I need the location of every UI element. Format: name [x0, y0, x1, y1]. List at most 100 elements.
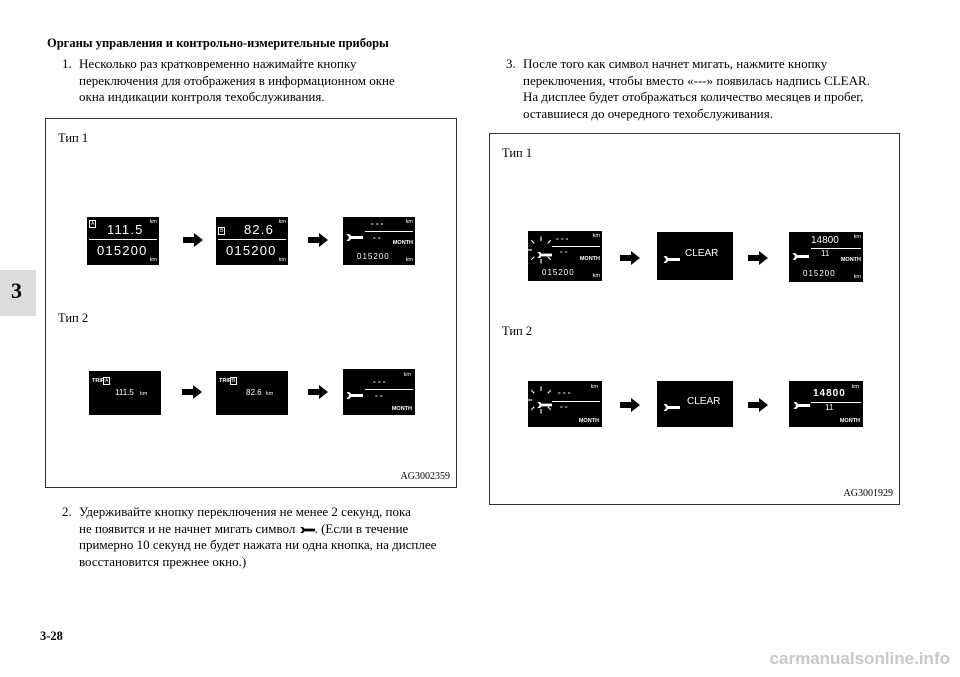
unit-km: km [149, 219, 157, 225]
figure-right-type2-label: Тип 2 [502, 324, 533, 338]
display-service-blinking: km - - - - - MONTH 015200 km [528, 231, 602, 281]
figure-right-type1-label: Тип 1 [502, 146, 533, 160]
trip-value: 111.5 [115, 388, 134, 397]
unit-km: km [405, 219, 413, 225]
wrench-icon [345, 387, 363, 405]
arrow-icon [748, 398, 768, 412]
trip-value: 82.6 [244, 222, 275, 237]
step-1-line: Несколько раз кратковременно нажимайте к… [79, 56, 357, 71]
page-number: 3-28 [40, 629, 63, 643]
unit-km: km [278, 219, 286, 225]
step-2-line: Удерживайте кнопку переключения не менее… [79, 504, 411, 519]
chapter-tab: 3 [0, 270, 36, 316]
unit-km: km [405, 257, 413, 263]
unit-km: km [278, 257, 286, 263]
wrench-icon [662, 251, 680, 269]
month-label: MONTH [578, 418, 599, 424]
wrench-icon [536, 246, 552, 264]
display-trip-b: B 82.6 km 015200 km [216, 217, 288, 265]
month-label: MONTH [839, 418, 860, 424]
step-2-line: примерно 10 секунд не будет нажата ни од… [79, 537, 437, 552]
divider [365, 389, 413, 390]
divider [552, 246, 600, 247]
month-dashes: - - [560, 402, 568, 411]
trip-label: TRIP [92, 378, 105, 384]
wrench-icon [662, 399, 680, 417]
step-3-line: оставшиеся до очередного техобслуживания… [523, 105, 773, 121]
display-service-result: km 14800 11 MONTH 015200 km [789, 232, 863, 282]
divider [365, 231, 413, 232]
step-2: 2. Удерживайте кнопку переключения не ме… [62, 504, 482, 570]
display-clear: CLEAR [657, 232, 733, 280]
divider [89, 239, 157, 240]
trip-badge: B [230, 377, 238, 385]
month-label: MONTH [840, 257, 861, 263]
clear-text: CLEAR [687, 396, 721, 407]
step-2-number: 2. [62, 504, 72, 519]
odometer-value: 015200 [803, 269, 836, 278]
step-3-line: переключения, чтобы вместо «---» появила… [523, 72, 870, 88]
unit-km: km [853, 234, 861, 240]
odometer-value: 015200 [542, 268, 575, 277]
arrow-icon [620, 398, 640, 412]
month-dashes: - - [560, 247, 568, 256]
trip-badge: B [218, 227, 226, 235]
step-1-line: окна индикации контроля техобслуживания. [79, 89, 325, 104]
trip-value: 82.6 [246, 388, 262, 397]
clear-text: CLEAR [685, 248, 719, 259]
step-1-line: переключения для отображения в информаци… [79, 72, 395, 88]
odometer-value: 015200 [97, 243, 148, 258]
trip-badge: A [103, 377, 111, 385]
unit-km: km [851, 384, 859, 390]
trip-label: TRIP [219, 378, 232, 384]
unit-km: km [403, 372, 411, 378]
step-2-line: восстановится прежнее окно.) [79, 553, 247, 569]
figure-left-type1-label: Тип 1 [58, 131, 89, 145]
display-trip-a: A 111.5 km 015200 km [87, 217, 159, 265]
months-value: 11 [821, 249, 830, 258]
display-trip-b-type2: TRIP B 82.6 km [216, 371, 288, 415]
figure-right: Тип 1 Тип 2 AG3001929 km - - - - - MONTH… [489, 133, 900, 505]
month-dashes: - - [373, 233, 381, 242]
figure-left-code: AG3002359 [400, 471, 450, 482]
step-3: 3. После того как символ начнет мигать, … [506, 56, 926, 122]
unit-km: km [592, 233, 600, 239]
unit-km: km [149, 257, 157, 263]
distance-dashes: - - - [558, 388, 571, 397]
wrench-icon [791, 248, 809, 266]
distance-value: 14800 [813, 388, 846, 399]
month-label: MONTH [579, 256, 600, 262]
watermark: carmanualsonline.info [769, 649, 950, 668]
display-service-blinking-type2: km - - - - - MONTH [528, 381, 602, 427]
distance-value: 14800 [811, 235, 839, 246]
chapter-number: 3 [11, 278, 22, 303]
step-3-line: После того как символ начнет мигать, наж… [523, 56, 828, 71]
display-service-type2: km - - - - - MONTH [343, 369, 415, 415]
unit-km: km [266, 391, 274, 397]
display-service-result-type2: km 14800 11 MONTH [789, 381, 863, 427]
distance-dashes: - - - [373, 377, 386, 386]
step-2-line: не появится и не начнет мигать символ . … [79, 521, 482, 538]
divider [811, 402, 861, 403]
arrow-icon [183, 233, 203, 247]
trip-badge: A [89, 220, 97, 228]
wrench-icon [345, 229, 363, 247]
arrow-icon [308, 233, 328, 247]
wrench-icon [536, 396, 552, 414]
step-1: 1. Несколько раз кратковременно нажимайт… [62, 56, 472, 106]
step-3-line: На дисплее будет отображаться количество… [523, 89, 864, 104]
distance-dashes: - - - [556, 234, 569, 243]
distance-dashes: - - - [371, 219, 384, 228]
months-value: 11 [825, 403, 834, 412]
month-dashes: - - [375, 391, 383, 400]
step-2-line-part: . (Если в течение [314, 520, 409, 536]
divider [811, 248, 861, 249]
wrench-icon [299, 526, 315, 534]
odometer-value: 015200 [357, 252, 390, 261]
divider [218, 239, 286, 240]
divider [552, 401, 600, 402]
unit-km: km [590, 384, 598, 390]
odometer-value: 015200 [226, 243, 277, 258]
month-label: MONTH [391, 406, 412, 412]
display-trip-a-type2: TRIP A 111.5 km [89, 371, 161, 415]
